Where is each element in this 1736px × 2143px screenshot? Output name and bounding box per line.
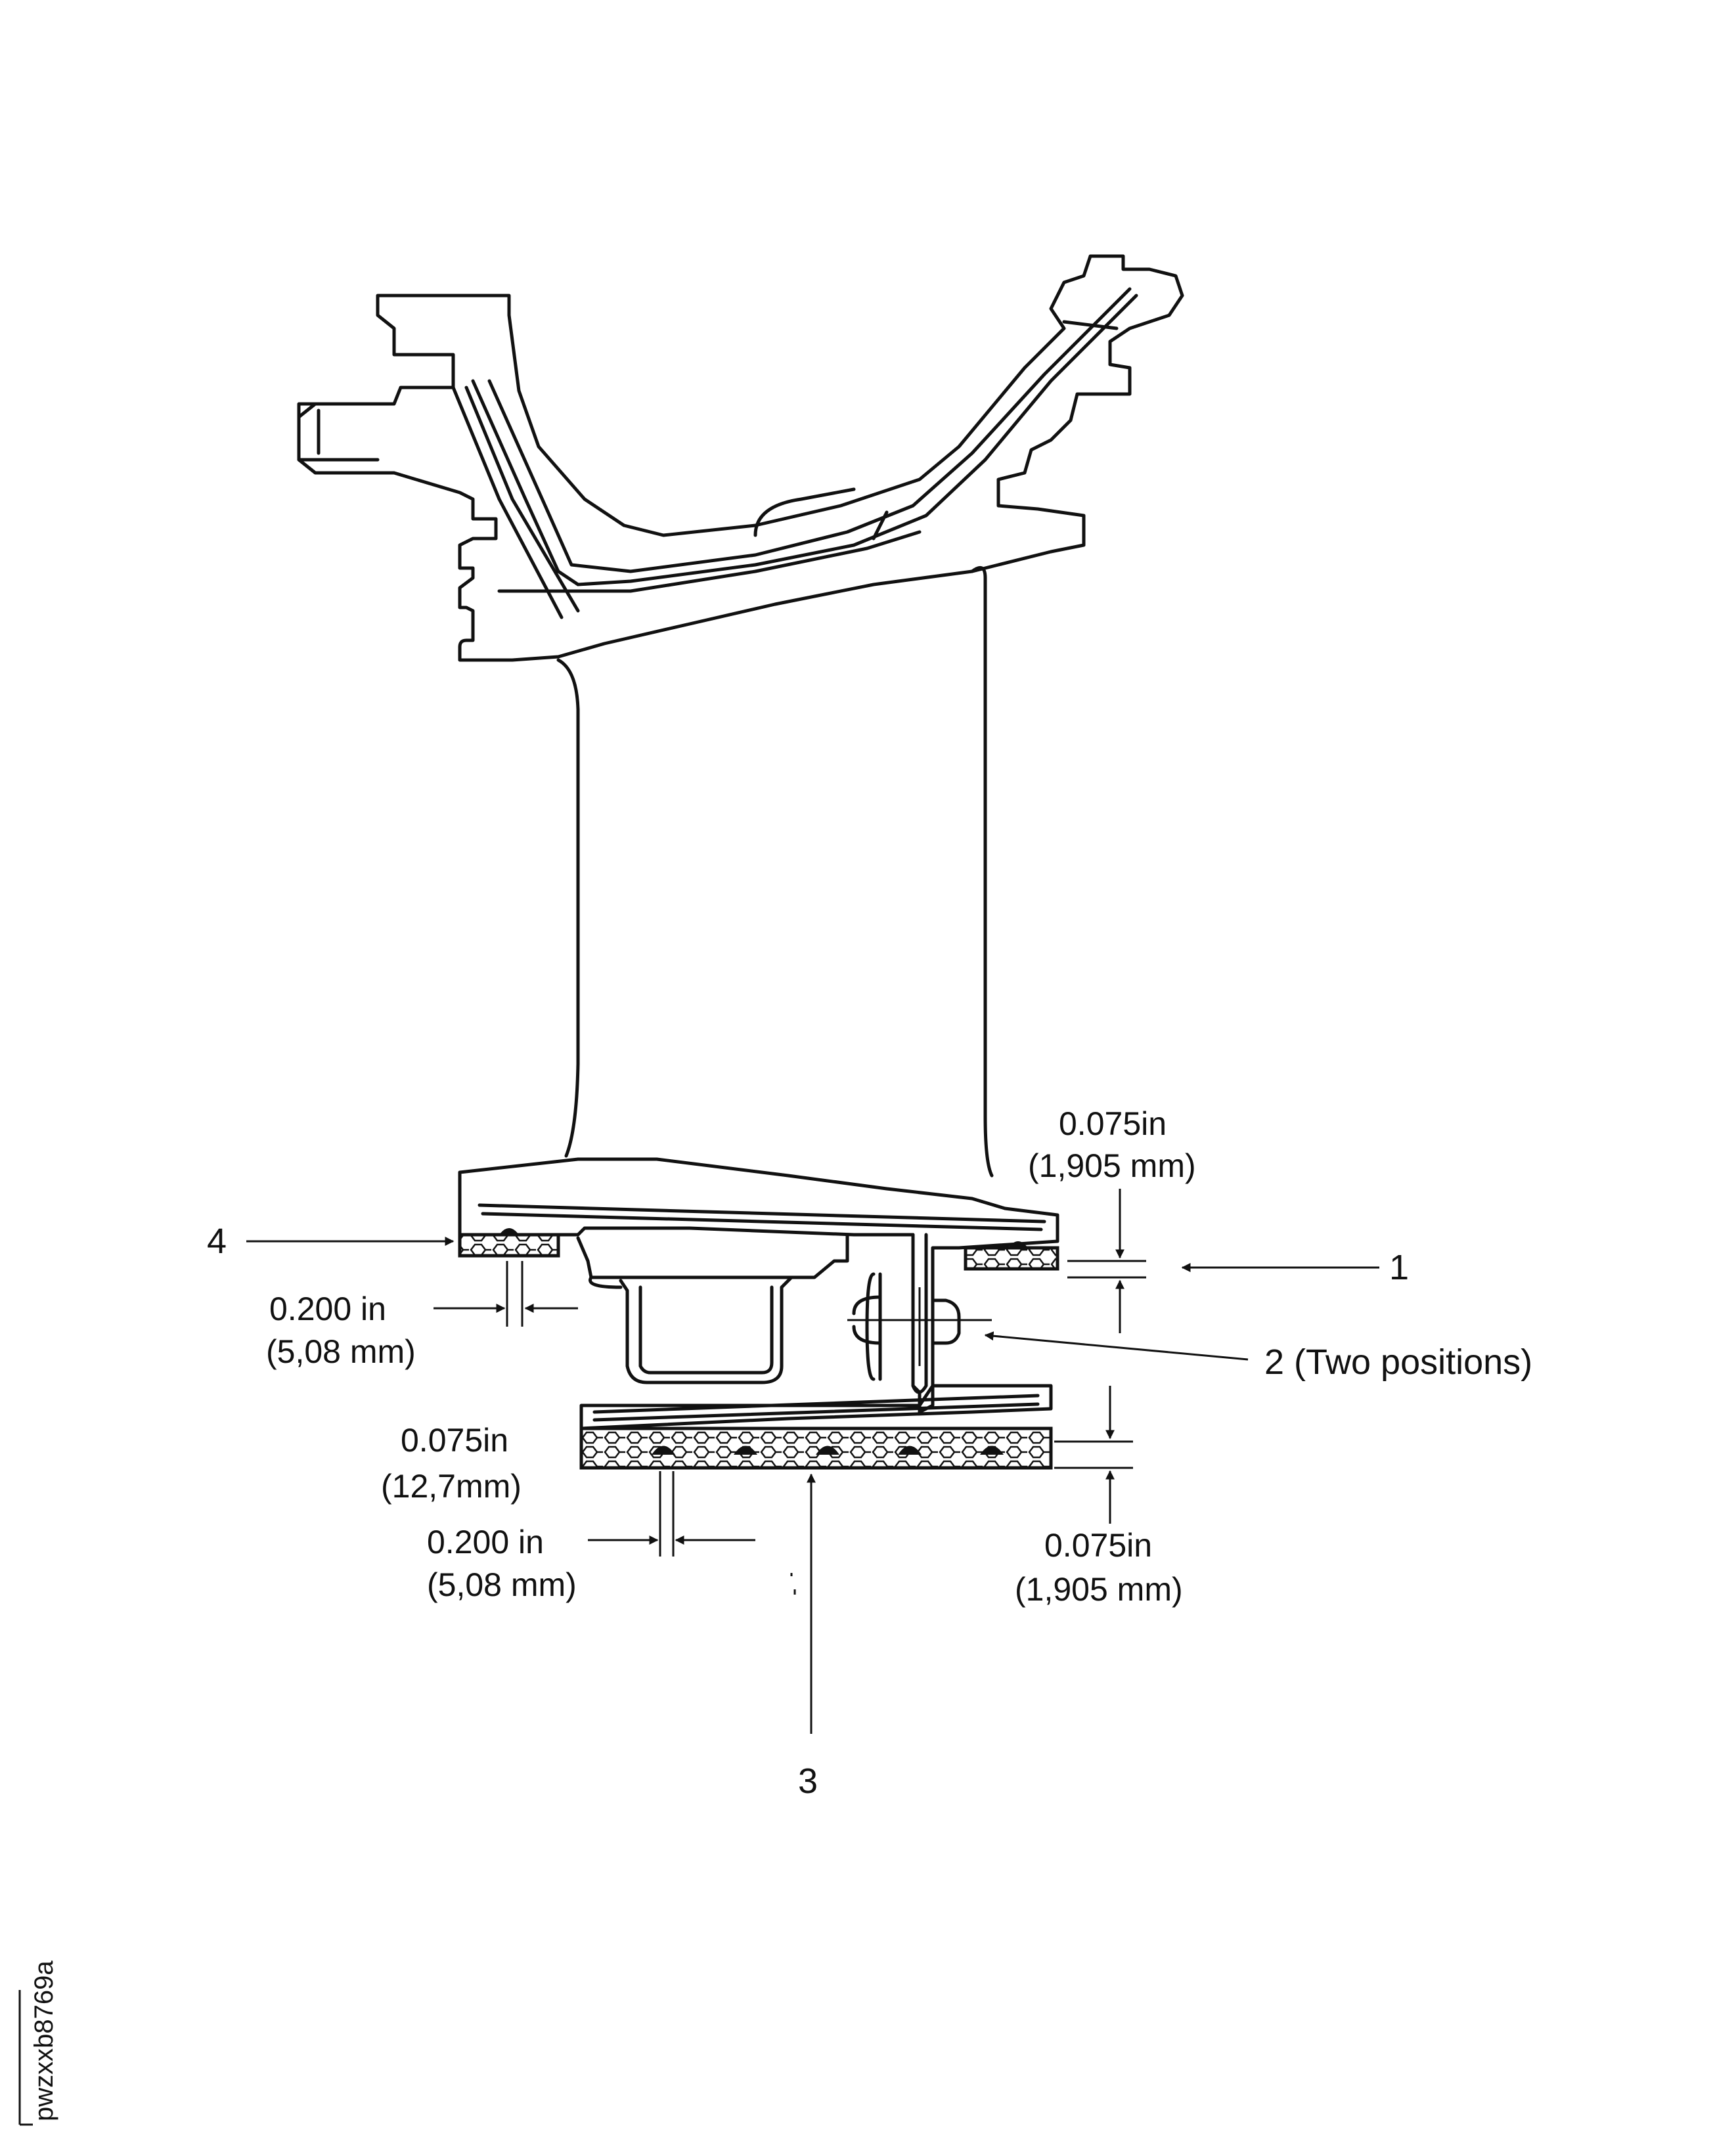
callout-2: 2 (Two positions) <box>1264 1342 1532 1382</box>
seal-upper-right <box>964 1241 1059 1271</box>
outer-platform <box>297 254 1184 662</box>
dimension-lines <box>246 1189 1379 1734</box>
dim-left-thick-in: 0.075in <box>401 1422 508 1459</box>
airfoil <box>556 565 994 1178</box>
dimension-labels: 0.075in (1,905 mm) 0.200 in (5,08 mm) 0.… <box>266 1105 1196 1608</box>
callout-4: 4 <box>207 1222 227 1261</box>
dim-bottom-right-in: 0.075in <box>1044 1527 1152 1564</box>
dim-left-thick-mm: (12,7mm) <box>381 1468 522 1505</box>
dim-left-upper-mm: (5,08 mm) <box>266 1333 416 1370</box>
dim-left-upper-in: 0.200 in <box>269 1291 386 1327</box>
lower-seal-band <box>579 1384 1053 1470</box>
seal-upper-left <box>458 1228 560 1258</box>
dim-bottom-right-mm: (1,905 mm) <box>1015 1571 1183 1608</box>
dim-top-right-mm: (1,905 mm) <box>1028 1147 1196 1184</box>
dim-left-lower-mm: (5,08 mm) <box>427 1566 577 1603</box>
figure-id-text: pwzxxb8769a <box>30 1960 58 2121</box>
dim-left-lower-in: 0.200 in <box>427 1524 544 1560</box>
inner-platform <box>458 1157 1059 1414</box>
callout-labels: 1 2 (Two positions) 3 4 <box>207 1222 1532 1801</box>
dim-top-right-in: 0.075in <box>1059 1105 1167 1142</box>
figure-id: pwzxxb8769a <box>18 1960 58 2126</box>
callout-3: 3 <box>798 1761 818 1801</box>
callout-1: 1 <box>1389 1248 1409 1287</box>
